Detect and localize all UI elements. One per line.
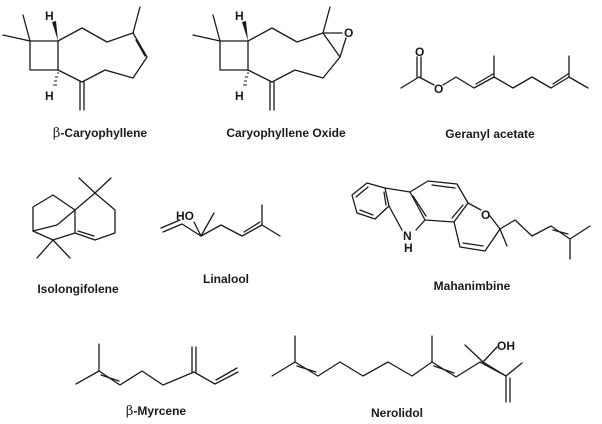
label-mahanimbine: Mahanimbine [433,279,511,293]
svg-text:N: N [403,229,412,243]
structure-beta-caryophyllene: H H [2,6,148,111]
svg-text:H: H [45,9,54,23]
svg-text:H: H [45,89,54,103]
structure-nerolidol: OH [271,335,523,403]
structure-beta-myrcene [75,343,239,386]
structure-mahanimbine: O N H [351,180,591,260]
structure-caryophyllene-oxide: H H O [192,6,353,111]
label-linalool: Linalool [203,272,249,286]
svg-text:H: H [235,9,244,23]
svg-text:OH: OH [497,339,515,353]
label-isolongifolene: Isolongifolene [37,282,119,296]
label-beta-caryophyllene: β-Caryophyllene [52,126,148,141]
structure-isolongifolene [32,177,116,259]
svg-text:O: O [434,82,443,96]
svg-text:HO: HO [176,209,194,223]
label-caryophyllene-oxide: Caryophyllene Oxide [226,126,346,140]
svg-text:O: O [415,45,424,59]
svg-text:O: O [344,26,353,40]
svg-text:O: O [481,208,490,222]
label-nerolidol: Nerolidol [370,406,424,420]
label-geranyl-acetate: Geranyl acetate [445,127,535,141]
svg-text:H: H [235,89,244,103]
label-beta-myrcene: β-Myrcene [125,404,187,419]
svg-text:H: H [404,241,413,255]
structure-geranyl-acetate: O O [400,45,589,96]
structure-linalool: HO [160,204,281,237]
